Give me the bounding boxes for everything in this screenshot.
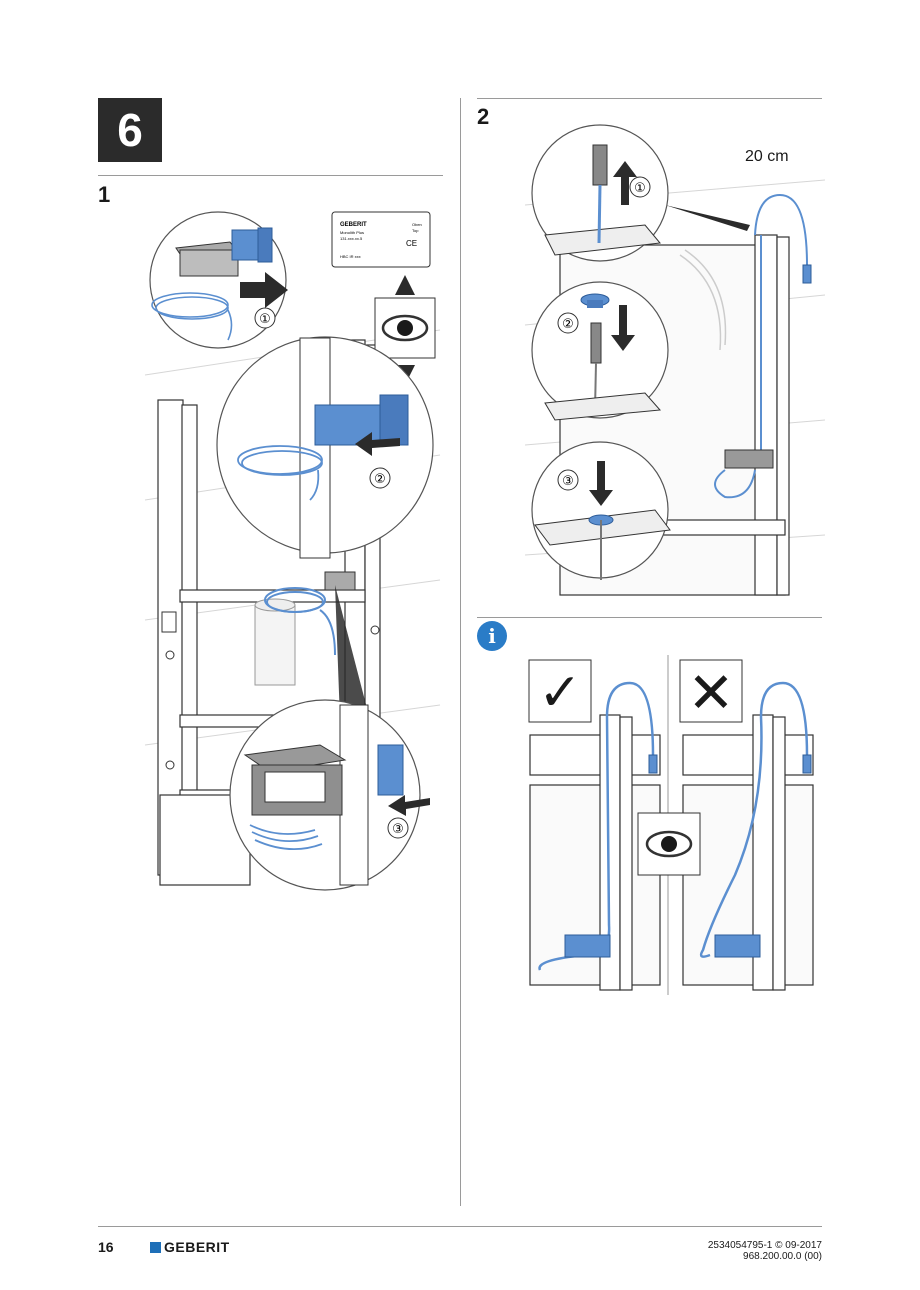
check-mark-icon: ✓ [538,664,582,722]
s1-callout-3: ③ [392,821,404,836]
label-arrows2: Top [412,228,419,233]
brand-text: GEBERIT [164,1239,230,1255]
info-icon: i [477,621,507,651]
section2-rule [477,98,822,99]
page-number: 16 [98,1239,114,1255]
label-line2: 131.xxx.xx.5 [340,236,363,241]
step-number-box: 6 [98,98,162,162]
document-ref: 968.200.00.0 (00) [743,1251,822,1262]
s2-callout-1: ① [634,180,646,195]
cross-mark-icon: ✕ [688,661,735,724]
footer-rule [98,1226,822,1227]
column-separator [460,98,461,1206]
document-id: 2534054795-1 © 09-2017 [707,1240,822,1251]
section1-illustration: ① GEBERIT Monolith Plus 131.xxx.xx.5 HBC… [144,211,441,891]
info-illustration: ✓ ✕ [528,655,814,995]
label-arrows: Oben [412,222,422,227]
label-line1: Monolith Plus [340,230,364,235]
section1-number: 1 [98,182,111,207]
section2-number: 2 [477,104,490,129]
ce-mark: CE [406,239,417,248]
section2-illustration: ① ② ③ [524,124,826,596]
brand-logo: GEBERIT [150,1239,230,1255]
s1-callout-1: ① [259,311,271,326]
document-info: 2534054795-1 © 09-2017 968.200.00.0 (00) [708,1240,822,1262]
s2-callout-2: ② [562,316,574,331]
label-line3: HBC IR xxx [340,254,361,259]
label-brand: GEBERIT [340,222,367,228]
s2-callout-3: ③ [562,473,574,488]
s1-callout-2: ② [374,471,386,486]
brand-square-icon [150,1241,161,1253]
dimension-label: 20 cm [745,148,789,165]
section1-rule [98,175,443,176]
info-rule [477,617,822,618]
